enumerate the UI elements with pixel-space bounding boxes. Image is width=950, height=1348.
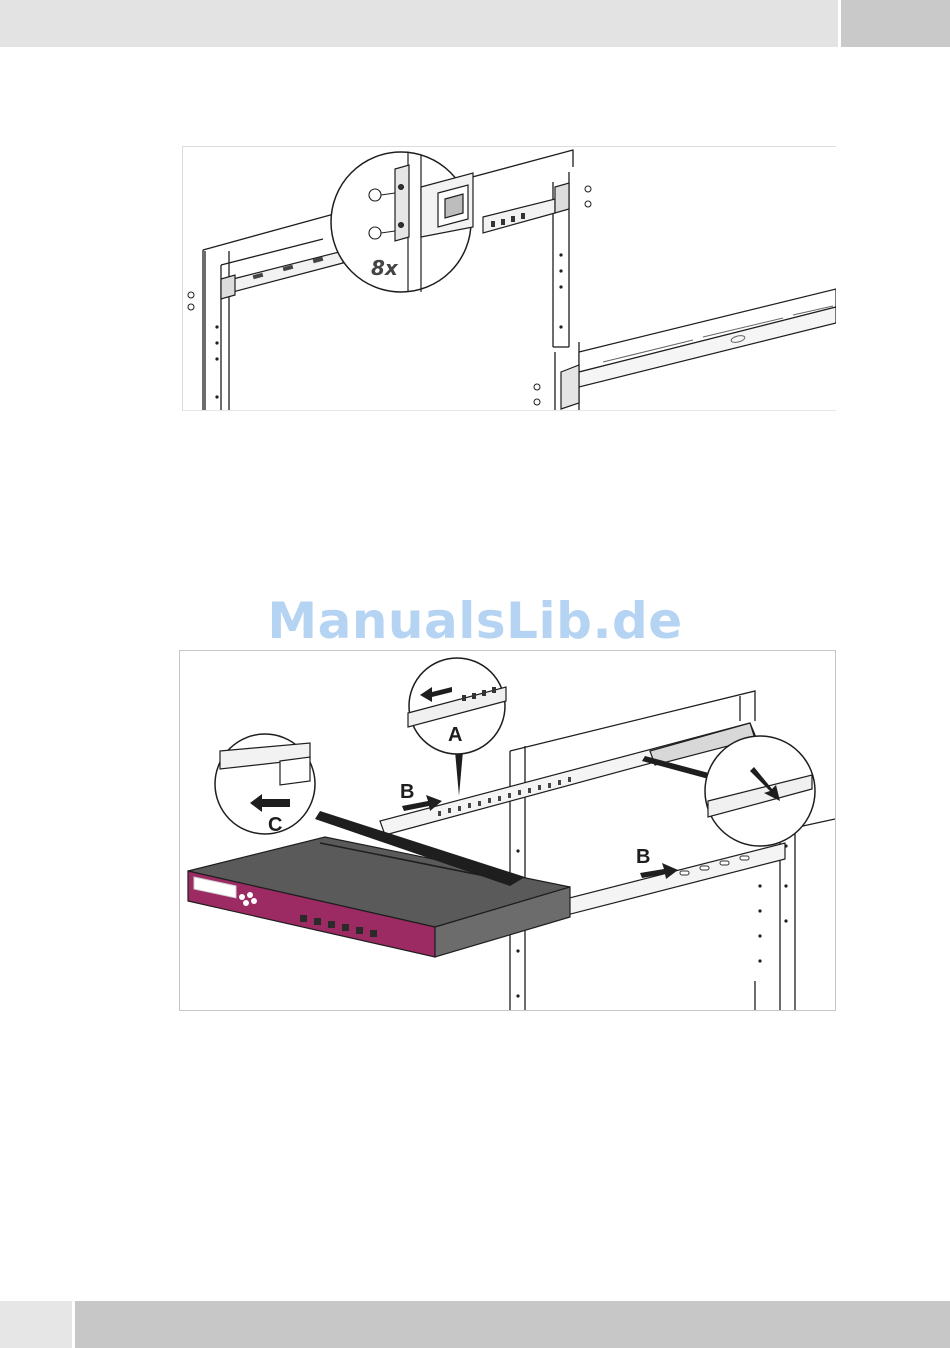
footer-tab xyxy=(0,1301,72,1348)
footer-bar xyxy=(75,1301,950,1348)
watermark: ManualsLib.de xyxy=(200,592,750,650)
label-c: C xyxy=(268,814,282,836)
label-a: A xyxy=(448,724,462,746)
figure-rail-mounting: 8x xyxy=(182,146,836,411)
device-insertion-illustration: C A B B xyxy=(180,651,835,1010)
header-tab xyxy=(841,0,950,47)
label-b-lower: B xyxy=(636,846,650,868)
header-bar xyxy=(0,0,838,47)
figure-device-insertion: C A B B xyxy=(179,650,836,1011)
rail-mounting-illustration: 8x xyxy=(183,147,836,410)
quantity-callout-text: 8x xyxy=(371,256,399,280)
label-b-upper: B xyxy=(400,781,414,803)
